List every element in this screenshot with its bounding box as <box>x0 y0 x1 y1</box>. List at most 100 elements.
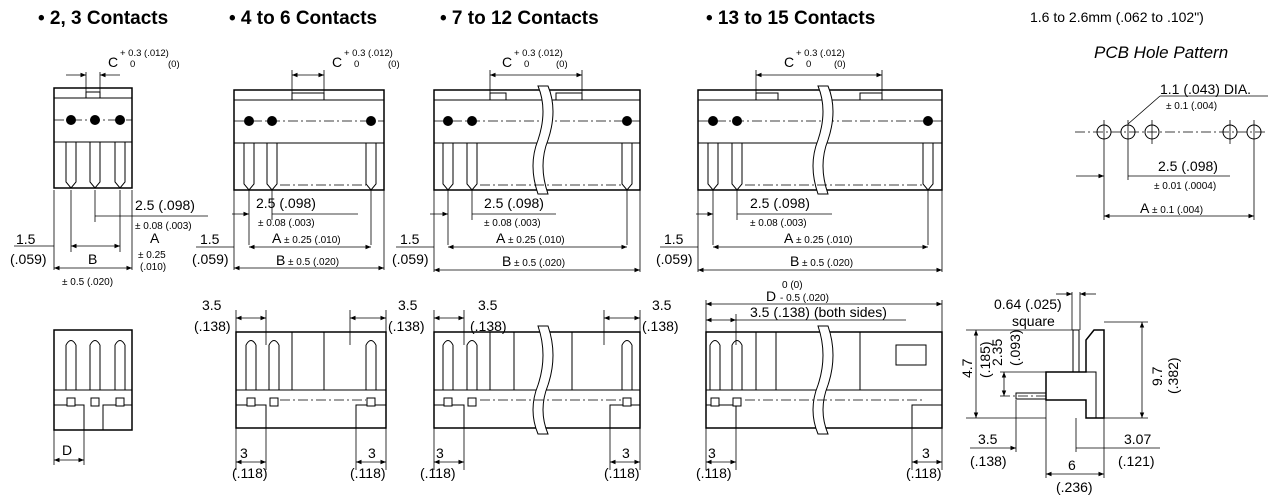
b-label-3: B <box>502 253 511 269</box>
foot-in-4b: (.118) <box>906 465 942 481</box>
c-tol-zero: 0 <box>130 59 135 70</box>
foot-in-2b: (.118) <box>350 465 386 481</box>
d-tol-top: 0 (0) <box>782 280 803 291</box>
width-2-mm: 3.07 <box>1124 431 1151 447</box>
pcb-pitch-tol: ± 0.01 (.0004) <box>1154 181 1216 192</box>
c-label-2: C <box>332 54 342 70</box>
pcb-thickness-note: 1.6 to 2.6mm (.062 to .102") <box>1030 9 1204 25</box>
width-1-in: (.138) <box>970 453 1007 469</box>
height-2-mm: 2.35 <box>989 339 1005 366</box>
foot-mm-2b: 3 <box>368 445 376 461</box>
d-tol-bot: - 0.5 (.020) <box>780 293 829 304</box>
view-7-12-side: 3.5 (.138) 3.5 (.138) 3 (.118) 3 (.118) <box>420 297 679 481</box>
pitch-label-2: 2.5 (.098) <box>256 195 316 211</box>
d-label-small: D <box>62 442 72 458</box>
a-tol-1: ± 0.25 <box>138 250 166 261</box>
side-profile: 0.64 (.025) square 4.7 (.185) 2.35 (.093… <box>959 291 1181 495</box>
edge-in-2: (.059) <box>192 251 229 267</box>
end-in-2a: (.138) <box>194 318 231 334</box>
pcb-title: PCB Hole Pattern <box>1094 43 1228 62</box>
foot-in-4a: (.118) <box>696 465 732 481</box>
pcb-pitch: 2.5 (.098) <box>1158 158 1218 174</box>
header-2-3-contacts: • 2, 3 Contacts <box>38 8 168 29</box>
c-tol-zero-in: (0) <box>168 59 180 70</box>
c-tol-plus-2: + 0.3 (.012) <box>344 48 393 59</box>
view-4-6-side: 3.5 (.138) 3.5 (.138) 3 (.118) 3 (.118) <box>194 297 425 481</box>
a-label: A <box>150 230 160 246</box>
c-tol-plus: + 0.3 (.012) <box>120 48 169 59</box>
height-1-mm: 4.7 <box>959 358 975 378</box>
foot-mm-3a: 3 <box>436 445 444 461</box>
a-tol-2: ± 0.25 (.010) <box>284 235 341 246</box>
view-7-12-front: C + 0.3 (.012) 0 (0) 2.5 (.098) ± 0.08 (… <box>392 48 641 273</box>
b-label: B <box>88 251 97 267</box>
c-tol-zero2-4: (0) <box>834 59 846 70</box>
a-label-2: A <box>272 230 282 246</box>
pcb-hole-1 <box>1096 120 1112 144</box>
view-13-15-side: 0 (0) D - 0.5 (.020) 3.5 (.138) (both si… <box>696 280 943 481</box>
b-label-4: B <box>790 253 799 269</box>
view-13-15-front: C + 0.3 (.012) 0 (0) 2.5 (.098) ± 0.08 (… <box>656 48 943 273</box>
view-2-3-side: D <box>53 329 133 465</box>
pitch-tol: ± 0.08 (.003) <box>135 221 192 232</box>
pcb-a-tol: ± 0.1 (.004) <box>1152 205 1203 216</box>
pin-size: 0.64 (.025) <box>994 296 1062 312</box>
pin-shape: square <box>1012 313 1055 329</box>
pitch-label-4: 2.5 (.098) <box>750 195 810 211</box>
pcb-hole-4 <box>1222 120 1238 144</box>
end-mm-2a: 3.5 <box>202 297 222 313</box>
pcb-hole-2 <box>1120 120 1136 144</box>
view-2-3-front: C + 0.3 (.012) 0 (0) 2.5 (.098) ± 0.08 (… <box>10 48 208 288</box>
pcb-hole-pattern: PCB Hole Pattern 1.1 (.043) DIA. ± 0.1 (… <box>1075 43 1268 220</box>
c-tol-zero2-2: (0) <box>388 59 400 70</box>
a-tol-4: ± 0.25 (.010) <box>796 235 853 246</box>
foot-mm-2a: 3 <box>240 445 248 461</box>
height-1-in: (.185) <box>977 341 993 378</box>
foot-mm-4a: 3 <box>708 445 716 461</box>
pitch-label: 2.5 (.098) <box>135 197 195 213</box>
width-3-in: (.236) <box>1056 479 1093 495</box>
width-3-mm: 6 <box>1068 457 1076 473</box>
foot-in-3b: (.118) <box>604 465 640 481</box>
height-3-mm: 9.7 <box>1149 366 1165 386</box>
b-label-2: B <box>276 252 285 268</box>
end-mm-3a: 3.5 <box>478 297 498 313</box>
pitch-tol-4: ± 0.08 (.003) <box>750 218 807 229</box>
edge-in: (.059) <box>10 251 47 267</box>
a-tol-2: (.010) <box>140 262 166 273</box>
c-label-4: C <box>784 54 794 70</box>
a-label-3: A <box>496 230 506 246</box>
header-13-15-contacts: • 13 to 15 Contacts <box>706 8 875 29</box>
width-2-in: (.121) <box>1118 453 1155 469</box>
end-in-2b: (.138) <box>388 318 425 334</box>
header-7-12-contacts: • 7 to 12 Contacts <box>440 8 599 29</box>
pcb-hole-3 <box>1144 120 1160 144</box>
a-tol-3: ± 0.25 (.010) <box>508 235 565 246</box>
both-sides-label: 3.5 (.138) (both sides) <box>750 304 887 320</box>
c-label-3: C <box>502 54 512 70</box>
pcb-hole-dia: 1.1 (.043) DIA. <box>1160 81 1251 97</box>
edge-in-4: (.059) <box>656 251 693 267</box>
foot-in-3a: (.118) <box>420 465 456 481</box>
height-2-in: (.093) <box>1007 329 1023 366</box>
b-tol-4: ± 0.5 (.020) <box>802 258 853 269</box>
end-mm-2b: 3.5 <box>398 297 418 313</box>
b-tol-3: ± 0.5 (.020) <box>514 258 565 269</box>
height-3-in: (.382) <box>1165 357 1181 394</box>
end-mm-3b: 3.5 <box>652 297 672 313</box>
c-tol-zero-3: 0 <box>524 59 529 70</box>
pcb-hole-5 <box>1246 120 1262 144</box>
c-tol-zero-4: 0 <box>806 59 811 70</box>
pitch-tol-3: ± 0.08 (.003) <box>484 218 541 229</box>
edge-mm-2: 1.5 <box>200 231 220 247</box>
pitch-label-3: 2.5 (.098) <box>484 195 544 211</box>
edge-mm-4: 1.5 <box>664 231 684 247</box>
b-tol: ± 0.5 (.020) <box>62 277 113 288</box>
b-tol-2: ± 0.5 (.020) <box>288 257 339 268</box>
c-tol-zero2-3: (0) <box>556 59 568 70</box>
edge-mm-3: 1.5 <box>400 231 420 247</box>
header-4-6-contacts: • 4 to 6 Contacts <box>229 8 377 29</box>
foot-mm-4b: 3 <box>922 445 930 461</box>
width-1-mm: 3.5 <box>978 431 998 447</box>
